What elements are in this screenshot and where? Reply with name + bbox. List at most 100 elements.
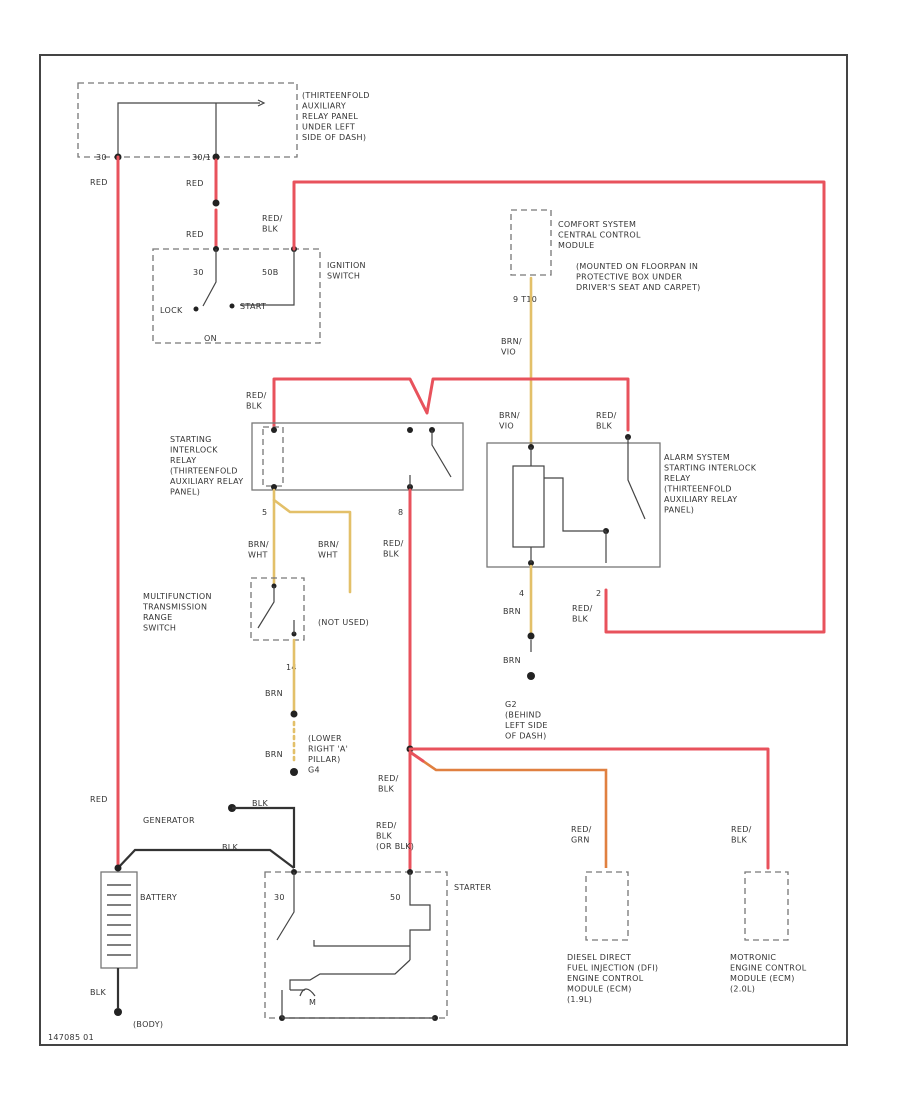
st-m-label: M bbox=[309, 998, 316, 1007]
not-used-label: (NOT USED) bbox=[318, 618, 369, 627]
wire-label-blk-gen-2: BLK bbox=[222, 843, 239, 852]
label-line: COMFORT SYSTEM bbox=[558, 220, 636, 229]
pin-alarm-4-label: 4 bbox=[519, 589, 524, 598]
label-line: PROTECTIVE BOX UNDER bbox=[576, 273, 682, 282]
generator-label: GENERATOR bbox=[143, 816, 195, 825]
label-line: TRANSMISSION bbox=[142, 603, 207, 612]
label-line: AUXILIARY RELAY bbox=[170, 477, 243, 486]
wire-red-grn-diesel bbox=[422, 759, 608, 868]
label-line: BLK bbox=[731, 836, 748, 845]
label-line: BRN/ bbox=[318, 540, 339, 549]
label-line: LEFT SIDE bbox=[505, 721, 548, 730]
pin-alarm-2-label: 2 bbox=[596, 589, 601, 598]
label-line: (BEHIND bbox=[505, 711, 541, 720]
label-line: FUEL INJECTION (DFI) bbox=[567, 964, 658, 973]
wire-red-blk-motronic bbox=[408, 747, 770, 870]
wire-brn-wht-spare bbox=[272, 498, 352, 594]
wire-label-red-blk-st: RED/BLK(OR BLK) bbox=[376, 821, 414, 851]
label-line: RED/ bbox=[571, 825, 592, 834]
label-line: VIO bbox=[499, 422, 514, 431]
ign-50b-label: 50B bbox=[262, 268, 279, 277]
label-line: BLK bbox=[246, 402, 263, 411]
wire-label-red-blk-me: RED/BLK bbox=[731, 825, 752, 845]
label-line: BRN/ bbox=[499, 411, 520, 420]
label-line: PANEL) bbox=[170, 488, 200, 497]
alarm-interlock-relay: BRN/VIO RED/BLK ALARM SYSTEM STARTING INT… bbox=[486, 411, 757, 598]
label-line: SWITCH bbox=[327, 272, 360, 281]
wire-label-red-blk-ign: RED/BLK bbox=[262, 214, 283, 234]
label-line: DRIVER'S SEAT AND CARPET) bbox=[576, 283, 701, 292]
wire-label-red-bat: RED bbox=[90, 795, 108, 804]
st-50-label: 50 bbox=[390, 893, 401, 902]
label-line: G2 bbox=[505, 700, 517, 709]
ign-start-label: START bbox=[240, 302, 266, 311]
starter: STARTER 30 50 M bbox=[264, 869, 491, 1021]
label-line: STARTING INTERLOCK bbox=[664, 464, 757, 473]
wire-label-red-c: RED bbox=[186, 230, 204, 239]
label-line: MODULE (ECM) bbox=[567, 985, 632, 994]
label-line: BLK bbox=[262, 225, 279, 234]
wire-label-red-grn: RED/GRN bbox=[571, 825, 592, 845]
label-line: BRN/ bbox=[248, 540, 269, 549]
label-line: RED/ bbox=[731, 825, 752, 834]
st-30-label: 30 bbox=[274, 893, 285, 902]
label-line: MODULE (ECM) bbox=[730, 974, 795, 983]
pin-sir-5-label: 5 bbox=[262, 508, 267, 517]
label-line: BLK bbox=[572, 615, 589, 624]
label-line: VIO bbox=[501, 348, 516, 357]
label-line: (2.0L) bbox=[730, 985, 755, 994]
label-line: MODULE bbox=[558, 241, 595, 250]
label-line: ENGINE CONTROL bbox=[567, 974, 644, 983]
label-line: BLK bbox=[596, 422, 613, 431]
label-line: BLK bbox=[378, 785, 395, 794]
label-line: ALARM SYSTEM bbox=[664, 453, 730, 462]
label-line: PANEL) bbox=[664, 506, 694, 515]
pin-30-label: 30 bbox=[96, 153, 107, 162]
label-line: RIGHT 'A' bbox=[308, 745, 348, 754]
label-line: BLK bbox=[383, 550, 400, 559]
label-line: RED/ bbox=[383, 539, 404, 548]
label-line: RELAY PANEL bbox=[302, 112, 358, 121]
pin-t10-label: 9 T10 bbox=[513, 295, 537, 304]
battery: BATTERY bbox=[100, 864, 177, 969]
reference-code: 147085 01 bbox=[48, 1033, 94, 1042]
label-line: RANGE bbox=[143, 613, 172, 622]
red-blk-alarm-label: RED/BLK bbox=[596, 411, 617, 431]
label-line: INTERLOCK bbox=[170, 446, 218, 455]
label-line: SWITCH bbox=[143, 624, 176, 633]
wire-label-red-a: RED bbox=[90, 178, 108, 187]
label-line: AUXILIARY bbox=[302, 102, 346, 111]
wire-label-brn-c: BRN bbox=[265, 689, 283, 698]
wire-label-red-b: RED bbox=[186, 179, 204, 188]
label-line: RELAY bbox=[664, 474, 691, 483]
wire-red-blk-50b bbox=[292, 180, 826, 634]
label-line: BLK bbox=[376, 832, 393, 841]
label-line: RED/ bbox=[262, 214, 283, 223]
comfort-mount-label: (MOUNTED ON FLOORPAN IN PROTECTIVE BOX UN… bbox=[576, 262, 701, 292]
label-line: ENGINE CONTROL bbox=[730, 964, 807, 973]
label-line: PILLAR) bbox=[308, 755, 341, 764]
wire-label-red-blk-alarm-out: RED/BLK bbox=[572, 604, 593, 624]
label-line: G4 bbox=[308, 766, 320, 775]
label-line: BRN/ bbox=[501, 337, 522, 346]
label-line: (THIRTEENFOLD bbox=[170, 467, 238, 476]
brn-vio-b-label: BRN/VIO bbox=[499, 411, 520, 431]
label-line: (MOUNTED ON FLOORPAN IN bbox=[576, 262, 698, 271]
wire-blk-battery bbox=[117, 848, 295, 869]
wire-label-brn-a: BRN bbox=[503, 607, 521, 616]
diagram-frame bbox=[39, 54, 848, 1046]
wire-label-blk-lower: BLK bbox=[90, 988, 107, 997]
wire-label-brn-d: BRN bbox=[265, 750, 283, 759]
label-line: MOTRONIC bbox=[730, 953, 776, 962]
pin-sir-8-label: 8 bbox=[398, 508, 403, 517]
